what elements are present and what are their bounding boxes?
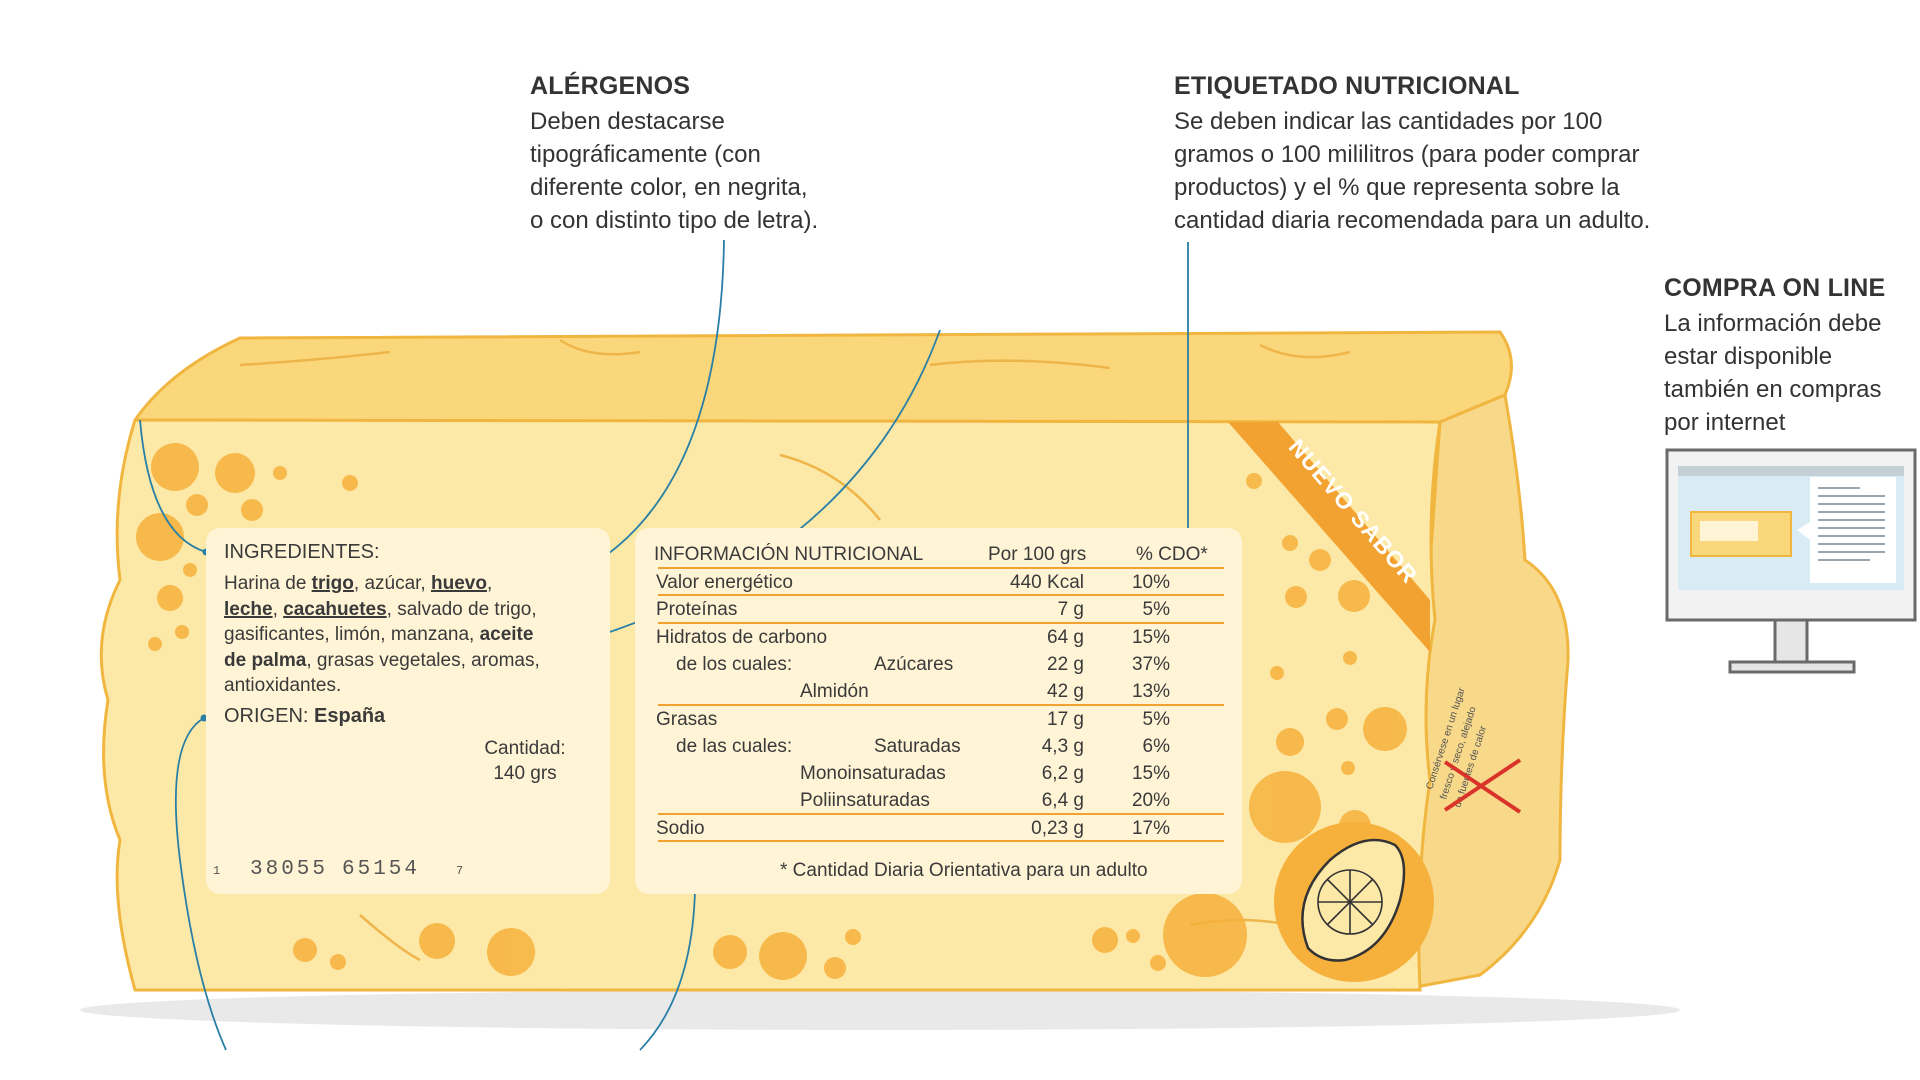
nutrition-label: Proteínas (656, 599, 738, 621)
nutrition-label: de las cuales: (676, 735, 793, 757)
nutrition-header-title: INFORMACIÓN NUTRICIONAL (654, 544, 924, 565)
table-rule (658, 621, 1224, 624)
barcode-leading-digit: 1 (213, 864, 221, 878)
nutrition-header-cdo: % CDO* (1136, 544, 1208, 565)
nutrition-line: Se deben indicar las cantidades por 100 (1174, 108, 1603, 135)
table-rule (658, 567, 1224, 569)
barcode-group-2: 65154 (342, 858, 421, 881)
side-strike-icon (1443, 758, 1522, 814)
nutrition-row: de las cuales: Saturadas 4,3 g 6% (648, 732, 1224, 759)
allergens-description: Deben destacarse tipográficamente (con d… (530, 105, 818, 237)
allergens-line: o con distinto tipo de letra). (530, 207, 819, 234)
table-rule (658, 703, 1224, 706)
nutrition-line: productos) y el % que representa sobre l… (1174, 174, 1620, 201)
table-rule (658, 812, 1224, 815)
nutrition-percent: 5% (1142, 599, 1170, 621)
nutrition-value: 42 g (1047, 681, 1084, 703)
nutrition-label: Hidratos de carbono (656, 626, 828, 648)
barcode-group-1: 38055 (250, 858, 329, 881)
quantity-block: Cantidad: 140 grs (465, 736, 585, 786)
nutrition-line: cantidad diaria recomendada para un adul… (1174, 207, 1651, 234)
nutrition-value: 7 g (1057, 599, 1084, 621)
nutrition-sublabel: Saturadas (874, 735, 961, 757)
nutrition-percent: 17% (1131, 817, 1170, 839)
nutrition-line: gramos o 100 mililitros (para poder comp… (1174, 141, 1640, 168)
nutrition-panel (635, 528, 1242, 894)
nutrition-value: 6,2 g (1041, 763, 1084, 785)
monitor-icon (1665, 448, 1917, 674)
online-line: también en compras (1664, 376, 1882, 403)
ingredients-panel (206, 528, 610, 894)
package-side-face (1398, 392, 1570, 992)
nutrition-value: 0,23 g (1031, 817, 1084, 839)
nutrition-label: de los cuales: (676, 653, 793, 675)
nutrition-label: Grasas (656, 708, 718, 730)
nutrition-value: 6,4 g (1041, 790, 1084, 812)
online-line: estar disponible (1664, 343, 1833, 370)
allergens-line: Deben destacarse (530, 108, 725, 135)
allergens-title: ALÉRGENOS (530, 72, 691, 100)
table-rule (658, 840, 1224, 842)
online-description: La información debe estar disponible tam… (1664, 307, 1881, 439)
nutrition-percent: 6% (1142, 735, 1170, 757)
nutrition-percent: 15% (1131, 626, 1170, 648)
nutrition-row: Poliinsaturadas 6,4 g 20% (648, 786, 1224, 813)
nutrition-sublabel: Poliinsaturadas (800, 790, 930, 812)
nutrition-row: Hidratos de carbono 64 g 15% (648, 623, 1224, 650)
nutrition-percent: 10% (1131, 572, 1170, 593)
nutrition-sublabel: Azúcares (874, 653, 954, 675)
origin-value: España (314, 705, 386, 727)
barcode-trailing-digit: 7 (456, 864, 464, 878)
nutrition-label: Sodio (656, 817, 705, 839)
package-wrinkles (239, 338, 1351, 962)
table-rule (658, 594, 1224, 597)
nutrition-row: Proteínas 7 g 5% (648, 595, 1224, 622)
nutrition-label: Valor energético (656, 572, 793, 593)
nutrition-percent: 15% (1131, 763, 1170, 785)
allergens-line: diferente color, en negrita, (530, 174, 808, 201)
allergens-line: tipográficamente (con (530, 141, 761, 168)
nutrition-value: 22 g (1047, 653, 1084, 675)
nutrition-value: 440 Kcal (1010, 572, 1084, 593)
nutrition-sublabel: Almidón (800, 681, 869, 703)
lemon-slice-lines (1317, 869, 1383, 935)
quantity-label: Cantidad: (484, 738, 566, 759)
online-title: COMPRA ON LINE (1664, 274, 1886, 302)
nutrition-row: Monoinsaturadas 6,2 g 15% (648, 759, 1224, 786)
origin-label: ORIGEN: (224, 705, 309, 727)
ingredients-label: INGREDIENTES: (224, 541, 380, 563)
nutrition-value: 17 g (1047, 708, 1084, 730)
lemon-icon (1301, 838, 1406, 962)
nutrition-row: Valor energético 440 Kcal 10% (648, 568, 1224, 595)
nutrition-sublabel: Monoinsaturadas (800, 763, 946, 785)
nutrition-label-title: ETIQUETADO NUTRICIONAL (1174, 72, 1520, 100)
nutrition-percent: 37% (1131, 653, 1170, 675)
nutrition-value: 64 g (1047, 626, 1084, 648)
nutrition-row: Sodio 0,23 g 17% (648, 814, 1224, 841)
package-shadow (80, 990, 1680, 1030)
ingredients-text: Harina de trigo, azúcar, huevo,leche, ca… (224, 573, 540, 696)
nutrition-percent: 5% (1142, 708, 1170, 730)
nutrition-footnote: * Cantidad Diaria Orientativa para un ad… (780, 860, 1148, 881)
nuevo-sabor-ribbon (1228, 422, 1430, 652)
nutrition-value: 4,3 g (1041, 735, 1084, 757)
nutrition-label-description: Se deben indicar las cantidades por 100 … (1174, 105, 1650, 237)
nutrition-row: Grasas 17 g 5% (648, 705, 1224, 732)
nutrition-header-row: INFORMACIÓN NUTRICIONAL Por 100 grs % CD… (648, 540, 1224, 567)
nutrition-header-per100: Por 100 grs (988, 544, 1087, 565)
nutrition-row: de los cuales: Azúcares 22 g 37% (648, 650, 1224, 677)
nutrition-percent: 20% (1131, 790, 1170, 812)
origin-row: ORIGEN: España (224, 705, 385, 728)
package-top-face (133, 330, 1513, 432)
online-line: por internet (1664, 409, 1786, 436)
online-line: La información debe (1664, 310, 1882, 337)
quantity-value: 140 grs (493, 763, 557, 784)
nutrition-percent: 13% (1131, 681, 1170, 703)
nutrition-row: Almidón 42 g 13% (648, 677, 1224, 704)
